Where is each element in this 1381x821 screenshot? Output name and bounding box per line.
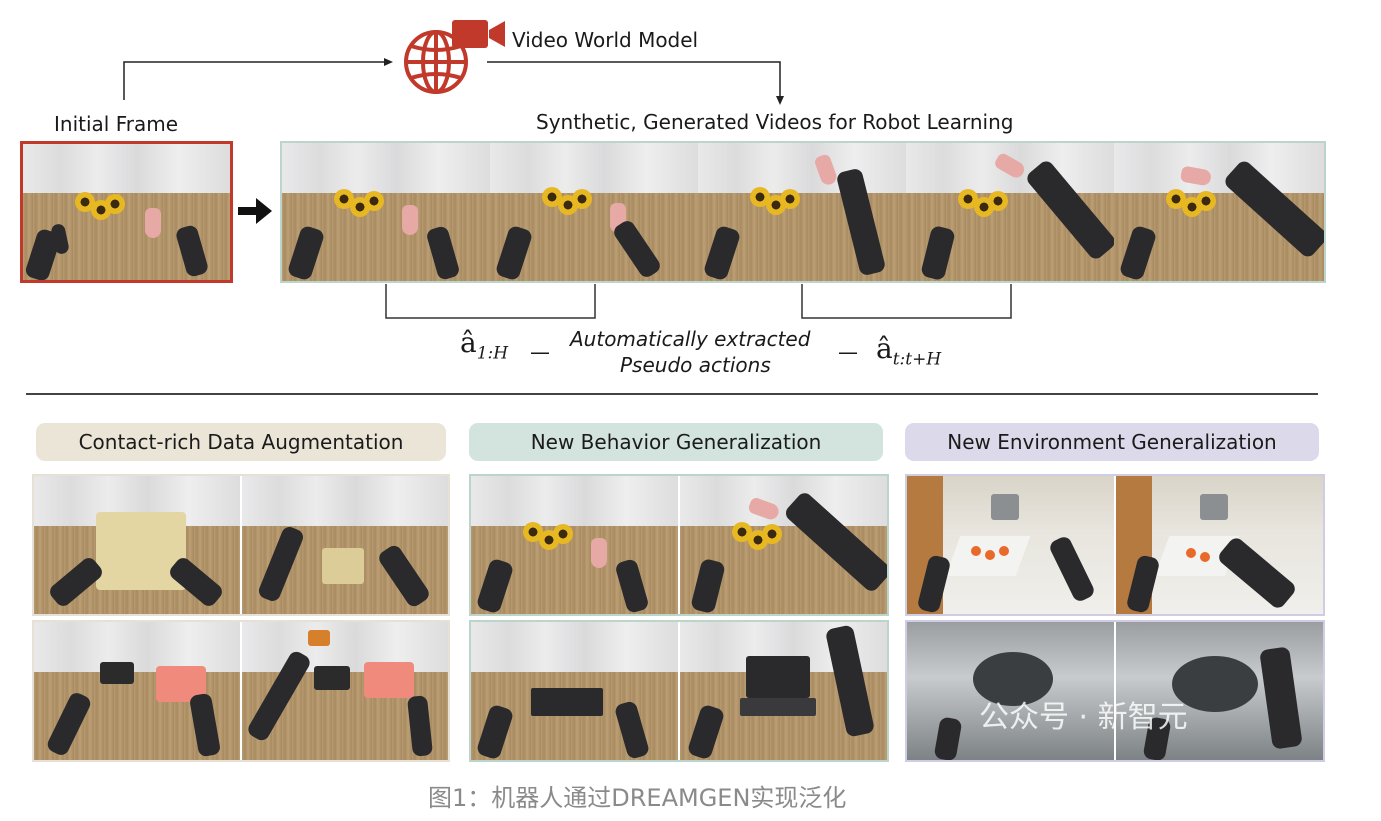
video-camera-icon [452,20,505,48]
category-pill-new-environment: New Environment Generalization [905,423,1319,461]
new-environment-steel-panel: 公众号 · 新智元 [905,620,1325,762]
dash-left: — [530,340,550,364]
section-divider [26,393,1318,395]
figure-caption: 图1：机器人通过DREAMGEN实现泛化 [428,784,847,812]
contact-rich-towel-panel [32,474,450,616]
action-hat-right: ât:t+H [876,332,942,370]
initial-frame-label: Initial Frame [54,112,179,136]
new-environment-kitchen-panel [905,474,1325,616]
globe-icon [404,30,468,94]
video-frame [906,143,1114,281]
flow-connectors [123,58,784,105]
generated-video-strip [280,141,1326,283]
category-pill-contact-rich: Contact-rich Data Augmentation [36,423,446,461]
action-brackets [385,284,1012,319]
new-behavior-vase-panel [469,474,889,616]
category-pill-new-behavior: New Behavior Generalization [469,423,883,461]
watermark-text: 公众号 · 新智元 [979,700,1188,735]
video-frame [490,143,698,281]
dash-right: — [838,340,858,364]
action-hat-left: â1:H [460,326,509,364]
video-frame [698,143,906,281]
pseudo-actions-line2: Pseudo actions [620,353,771,377]
contact-rich-tools-panel [32,620,450,762]
synthetic-videos-label: Synthetic, Generated Videos for Robot Le… [536,110,1014,134]
new-behavior-laptop-panel [469,620,889,762]
right-arrow-icon [238,198,272,224]
video-frame [1114,143,1324,281]
pseudo-actions-line1: Automatically extracted [570,327,811,351]
video-frame [282,143,490,281]
video-world-model-label: Video World Model [512,28,699,52]
initial-frame-image [20,141,233,283]
